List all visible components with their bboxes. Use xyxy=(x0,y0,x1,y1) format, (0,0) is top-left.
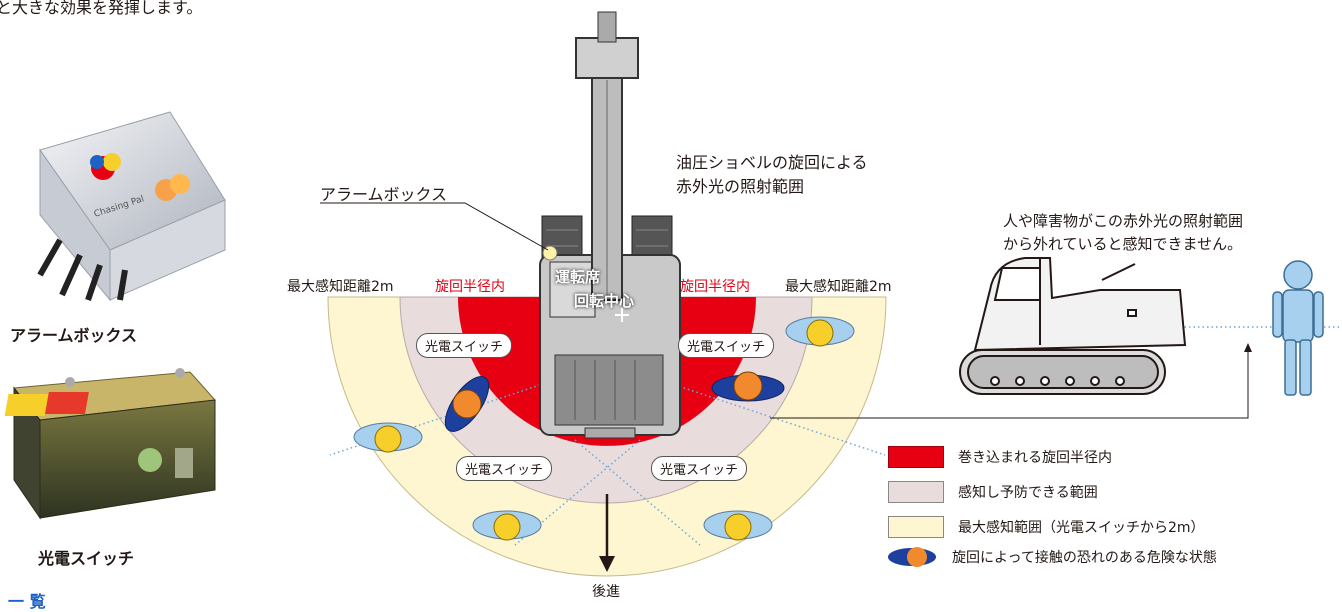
max-distance-right-label: 最大感知距離2m xyxy=(785,279,892,295)
person-safe-bottom-right xyxy=(703,510,773,541)
person-danger-right xyxy=(711,371,785,402)
standing-person-illustration xyxy=(1272,260,1324,396)
intro-text-fragment: と大きな効果を発揮します。 xyxy=(0,0,203,17)
rotation-radius-right-label: 旋回半径内 xyxy=(680,279,750,295)
person-safe-left-mid xyxy=(353,422,423,453)
legend-label: 最大感知範囲（光電スイッチから2m） xyxy=(958,520,1205,536)
rotation-range-title-line2: 赤外光の照射範囲 xyxy=(676,177,805,196)
photo-switch-caption: 光電スイッチ xyxy=(38,549,135,568)
legend-swatch-yellow xyxy=(888,516,944,538)
connector-line xyxy=(770,348,1249,419)
person-safe-bottom-left xyxy=(472,510,542,541)
alarm-box-leader xyxy=(320,202,549,251)
legend-danger-swatch xyxy=(888,547,936,567)
rotation-center-label: 回転中心 xyxy=(574,292,635,310)
footer-heading-fragment: 一 覧 xyxy=(8,592,46,611)
rotation-radius-left-label: 旋回半径内 xyxy=(435,279,505,295)
legend-label: 感知し予防できる範囲 xyxy=(958,485,1098,501)
photo-switch-label-right-top: 光電スイッチ xyxy=(678,333,775,358)
backward-label: 後進 xyxy=(592,584,620,600)
legend-label: 旋回によって接触の恐れのある危険な状態 xyxy=(952,550,1217,566)
photo-switch-label-left-bottom: 光電スイッチ xyxy=(456,456,553,481)
alarm-box-photo: Chasing Pal xyxy=(37,111,226,302)
legend-item-max-zone: 最大感知範囲（光電スイッチから2m） xyxy=(888,515,1205,539)
photo-switch-label-right-bottom: 光電スイッチ xyxy=(651,456,748,481)
alarm-box-caption: アラームボックス xyxy=(10,326,138,345)
excavator-top-view xyxy=(539,11,681,439)
legend-item-danger-zone: 巻き込まれる旋回半径内 xyxy=(888,445,1112,469)
side-excavator-illustration xyxy=(959,257,1187,395)
person-danger-left xyxy=(444,376,490,432)
max-distance-left-label: 最大感知距離2m xyxy=(287,279,394,295)
legend-label: 巻き込まれる旋回半径内 xyxy=(958,450,1112,466)
legend-item-detect-zone: 感知し予防できる範囲 xyxy=(888,480,1098,504)
photo-switch-label-left-top: 光電スイッチ xyxy=(416,333,513,358)
person-markers xyxy=(353,316,855,541)
rotation-range-title-line1: 油圧ショベルの旋回による xyxy=(676,153,868,172)
alarm-box-callout-label: アラームボックス xyxy=(320,185,448,204)
backward-arrow xyxy=(599,494,615,572)
side-note-line1: 人や障害物がこの赤外光の照射範囲 xyxy=(1003,212,1244,230)
legend-item-danger-state: 旋回によって接触の恐れのある危険な状態 xyxy=(952,545,1217,569)
legend-swatch-pink xyxy=(888,481,944,503)
operator-seat-label: 運転席 xyxy=(555,268,601,286)
photo-switch-photo xyxy=(4,368,217,520)
side-note-line2: から外れていると感知できません。 xyxy=(1003,235,1243,253)
legend-swatch-red xyxy=(888,446,944,468)
person-safe-right-top xyxy=(785,316,855,347)
